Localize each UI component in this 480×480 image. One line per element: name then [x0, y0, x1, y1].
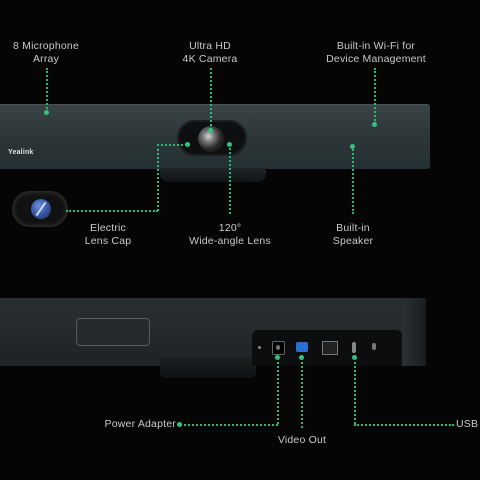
leader-usb-v	[354, 358, 356, 424]
brand-logo: Yealink	[8, 149, 34, 156]
leader-usb-h	[354, 424, 454, 426]
leader-video-out	[301, 358, 303, 428]
point-wifi	[372, 122, 377, 127]
leader-mic-array	[46, 68, 48, 112]
point-power-end	[177, 422, 182, 427]
usb-port	[352, 342, 356, 353]
rear-slot	[76, 318, 150, 346]
leader-wifi	[374, 68, 376, 124]
leader-power-v	[277, 358, 279, 424]
point-mic-array	[44, 110, 49, 115]
point-video-out	[299, 355, 304, 360]
point-wide-lens	[227, 142, 232, 147]
point-lens-cap	[185, 142, 190, 147]
leader-speaker	[352, 146, 354, 214]
label-usb: USB	[456, 418, 479, 430]
leader-power-h	[180, 424, 278, 426]
rear-stand	[160, 358, 256, 378]
label-4k-camera: Ultra HD 4K Camera	[182, 40, 238, 65]
soundbar-rear-edge	[402, 298, 426, 366]
point-power	[275, 355, 280, 360]
label-power-adapter: Power Adapter	[104, 418, 176, 430]
leader-wide-lens	[229, 144, 231, 214]
power-port	[272, 341, 285, 355]
point-camera	[208, 128, 213, 133]
soundbar-foot	[160, 168, 266, 182]
leader-lens-cap-h	[66, 210, 158, 212]
video-out-port	[296, 342, 308, 352]
leader-camera	[210, 68, 212, 130]
ethernet-port	[322, 341, 338, 355]
point-usb	[352, 355, 357, 360]
label-mic-array: 8 Microphone Array	[12, 40, 80, 65]
point-speaker	[350, 144, 355, 149]
label-lens-cap: Electric Lens Cap	[84, 222, 132, 247]
indicator-led	[258, 346, 261, 349]
lock-slot	[372, 343, 376, 350]
leader-lens-cap-v	[157, 144, 159, 211]
label-wifi: Built-in Wi-Fi for Device Management	[326, 40, 426, 65]
label-video-out: Video Out	[277, 434, 327, 446]
label-speaker: Built-in Speaker	[332, 222, 374, 247]
lens-cap-icon	[31, 199, 51, 219]
label-wide-lens: 120° Wide-angle Lens	[189, 222, 271, 247]
leader-lens-cap-h2	[157, 144, 187, 146]
